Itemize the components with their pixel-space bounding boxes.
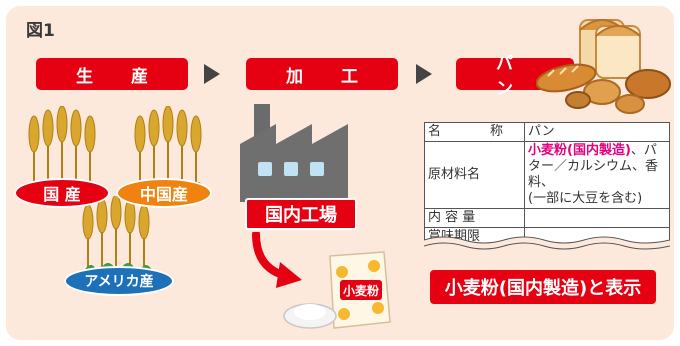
table-row: 原材料名 小麦粉(国内製造)、パター／カルシウム、香料、 (一部に大豆を含む) [423,141,670,209]
label-value-ingredients: 小麦粉(国内製造)、パター／カルシウム、香料、 (一部に大豆を含む) [524,141,670,209]
food-label-card: 名 称 パン 原材料名 小麦粉(国内製造)、パター／カルシウム、香料、 (一部に… [423,122,670,258]
food-label-table: 名 称 パン 原材料名 小麦粉(国内製造)、パター／カルシウム、香料、 (一部に… [423,122,670,247]
stage-processing: 加 工 [246,58,398,90]
origin-america-badge: アメリカ産 [64,266,174,296]
bread-icon [536,19,671,114]
torn-edge-icon [424,236,670,258]
curved-arrow-icon [252,232,302,288]
flour-bag-text: 小麦粉 [343,283,379,298]
label-key-ingredients: 原材料名 [423,141,526,209]
figure-label: 図1 [26,21,55,41]
origin-domestic-badge: 国 産 [14,178,110,208]
label-value-content [524,208,670,228]
wheat-icon [134,106,206,192]
flow-arrow-icon [204,64,220,84]
table-row: 名 称 パン [423,122,670,142]
stage-production: 生 産 [36,58,188,90]
flour-bag-icon: 小麦粉 [283,251,391,329]
factory-icon [240,104,348,202]
label-value-name: パン [524,122,670,142]
display-note: 小麦粉(国内製造)と表示 [430,270,656,304]
flow-arrow-icon [416,64,432,84]
origin-china-badge: 中国産 [116,178,212,208]
ingredient-highlight: 小麦粉(国内製造) [528,143,631,158]
table-row: 内 容 量 [423,208,670,228]
ingredient-rest: 、パター／カルシウム、香料、 [528,143,659,190]
factory-label: 国内工場 [245,198,357,230]
ingredient-allergen: (一部に大豆を含む) [528,191,643,206]
label-key-content: 内 容 量 [423,208,526,228]
label-key-name: 名 称 [423,122,526,142]
